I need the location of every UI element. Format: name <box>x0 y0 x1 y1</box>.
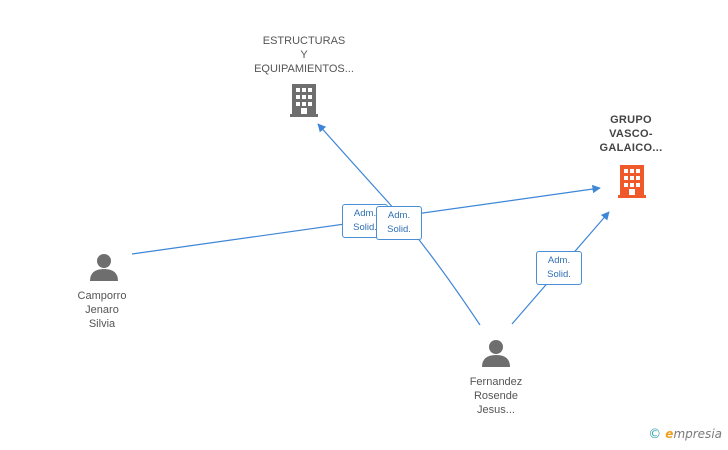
node-label-fernandez[interactable]: Fernandez Rosende Jesus... <box>469 376 523 416</box>
building-icon[interactable] <box>618 165 646 198</box>
node-label-camporro[interactable]: Camporro Jenaro Silvia <box>77 290 127 330</box>
brand-logo: ©empresia <box>648 427 722 442</box>
edge-badge-role[interactable]: Adm. Solid. <box>376 206 422 240</box>
copyright-icon: © <box>648 427 662 442</box>
brand-e: e <box>665 427 674 441</box>
building-icon[interactable] <box>290 84 318 117</box>
edge-fernandez-estructuras <box>317 123 481 326</box>
brand-name: mpresia <box>673 427 722 441</box>
person-icon[interactable] <box>482 340 510 367</box>
node-label-estructuras[interactable]: ESTRUCTURAS Y EQUIPAMIENTOS... <box>254 35 354 75</box>
person-icon[interactable] <box>90 254 118 281</box>
edge-badge-role[interactable]: Adm. Solid. <box>536 251 582 285</box>
node-label-grupo[interactable]: GRUPO VASCO- GALAICO... <box>599 114 663 154</box>
